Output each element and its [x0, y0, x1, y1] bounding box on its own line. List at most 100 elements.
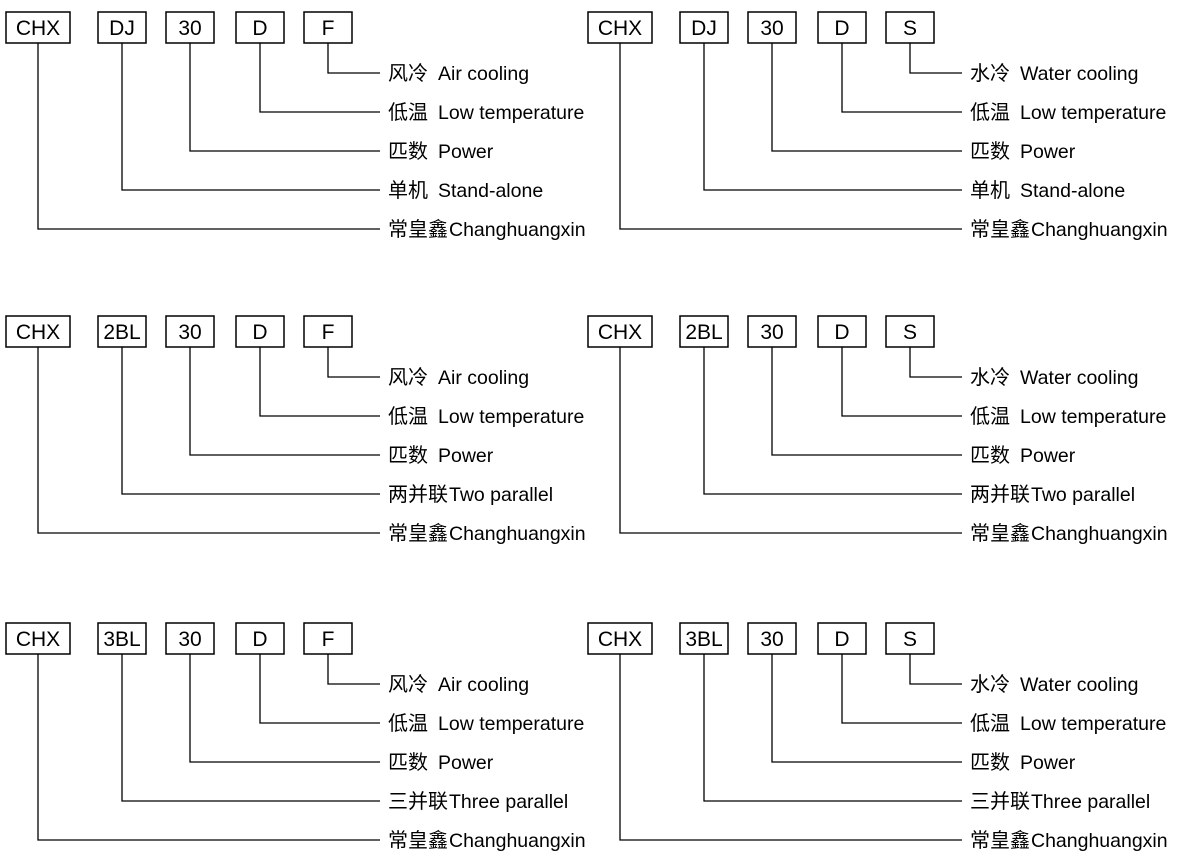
code-label-en: Air cooling	[438, 674, 529, 696]
code-label: 常皇鑫Changhuangxin	[388, 828, 586, 852]
code-box-text: D	[252, 17, 267, 40]
code-label-cn: 低温	[970, 711, 1010, 735]
code-label: 风冷 Air cooling	[388, 365, 529, 389]
code-box: F	[303, 315, 353, 348]
leader-line	[189, 654, 380, 763]
code-label-cn: 匹数	[388, 750, 428, 774]
code-label-cn: 风冷	[388, 61, 428, 85]
code-box-text: 3BL	[685, 628, 722, 651]
leader-line	[327, 347, 380, 378]
code-box: DJ	[679, 11, 729, 44]
leader-line	[771, 347, 962, 456]
leader-line	[619, 43, 962, 230]
code-box: D	[235, 622, 285, 655]
leader-line	[37, 43, 380, 230]
code-box: CHX	[587, 622, 653, 655]
code-label-en: Water cooling	[1020, 367, 1139, 389]
code-label-cn: 三并联	[388, 789, 448, 813]
code-box: D	[817, 622, 867, 655]
code-box-text: D	[252, 321, 267, 344]
code-label-cn: 单机	[970, 178, 1010, 202]
code-label-cn: 低温	[388, 711, 428, 735]
code-box-text: 30	[178, 321, 201, 344]
code-label: 常皇鑫Changhuangxin	[388, 521, 586, 545]
code-box: CHX	[587, 315, 653, 348]
code-box: DJ	[97, 11, 147, 44]
code-box-text: CHX	[16, 321, 60, 344]
code-label-en: Power	[1020, 752, 1076, 774]
code-label-en: Power	[438, 752, 494, 774]
code-label-cn: 单机	[388, 178, 428, 202]
code-box-text: D	[834, 17, 849, 40]
code-label-cn: 常皇鑫	[388, 828, 448, 852]
code-box: CHX	[5, 622, 71, 655]
code-label-cn: 匹数	[970, 139, 1010, 163]
code-label-cn: 风冷	[388, 365, 428, 389]
code-label-cn: 常皇鑫	[388, 217, 448, 241]
code-box: 30	[165, 315, 215, 348]
code-label-cn: 低温	[970, 404, 1010, 428]
code-box: 2BL	[97, 315, 147, 348]
code-label-en: Changhuangxin	[449, 830, 586, 852]
code-label: 三并联Three parallel	[970, 789, 1150, 813]
code-label: 常皇鑫Changhuangxin	[970, 828, 1168, 852]
code-box-text: F	[322, 17, 335, 40]
code-label-cn: 常皇鑫	[970, 217, 1030, 241]
code-box: D	[235, 315, 285, 348]
code-box-text: 2BL	[103, 321, 140, 344]
code-box-text: S	[903, 628, 917, 651]
leader-line	[327, 654, 380, 685]
code-box-text: DJ	[109, 17, 135, 40]
code-label: 常皇鑫Changhuangxin	[970, 521, 1168, 545]
code-label-en: Stand-alone	[438, 180, 543, 202]
code-label-cn: 常皇鑫	[388, 521, 448, 545]
code-label-cn: 低温	[970, 100, 1010, 124]
code-label: 常皇鑫Changhuangxin	[970, 217, 1168, 241]
code-box: S	[885, 11, 935, 44]
code-box-text: CHX	[598, 17, 642, 40]
code-box-text: D	[834, 628, 849, 651]
code-box-text: F	[322, 628, 335, 651]
code-label-en: Air cooling	[438, 367, 529, 389]
code-box: D	[817, 11, 867, 44]
code-label-en: Water cooling	[1020, 63, 1139, 85]
code-label-cn: 低温	[388, 100, 428, 124]
code-box: F	[303, 622, 353, 655]
code-box-text: S	[903, 321, 917, 344]
code-label: 三并联Three parallel	[388, 789, 568, 813]
code-box-text: 30	[760, 17, 783, 40]
code-box: 3BL	[97, 622, 147, 655]
code-label-cn: 两并联	[970, 482, 1030, 506]
code-label-cn: 三并联	[970, 789, 1030, 813]
code-label-en: Changhuangxin	[1031, 523, 1168, 545]
code-box: 30	[747, 315, 797, 348]
code-box: 2BL	[679, 315, 729, 348]
code-box: S	[885, 315, 935, 348]
leader-line	[909, 347, 962, 378]
code-label-cn: 匹数	[388, 443, 428, 467]
leader-line	[327, 43, 380, 74]
code-box: CHX	[5, 11, 71, 44]
code-label-cn: 水冷	[970, 365, 1010, 389]
code-label: 水冷 Water cooling	[970, 365, 1139, 389]
code-label: 单机 Stand-alone	[388, 178, 543, 202]
code-box: 30	[747, 11, 797, 44]
code-box-text: CHX	[598, 321, 642, 344]
code-label-en: Changhuangxin	[449, 219, 586, 241]
code-box-text: CHX	[16, 628, 60, 651]
leader-line	[909, 654, 962, 685]
code-box: 30	[165, 11, 215, 44]
